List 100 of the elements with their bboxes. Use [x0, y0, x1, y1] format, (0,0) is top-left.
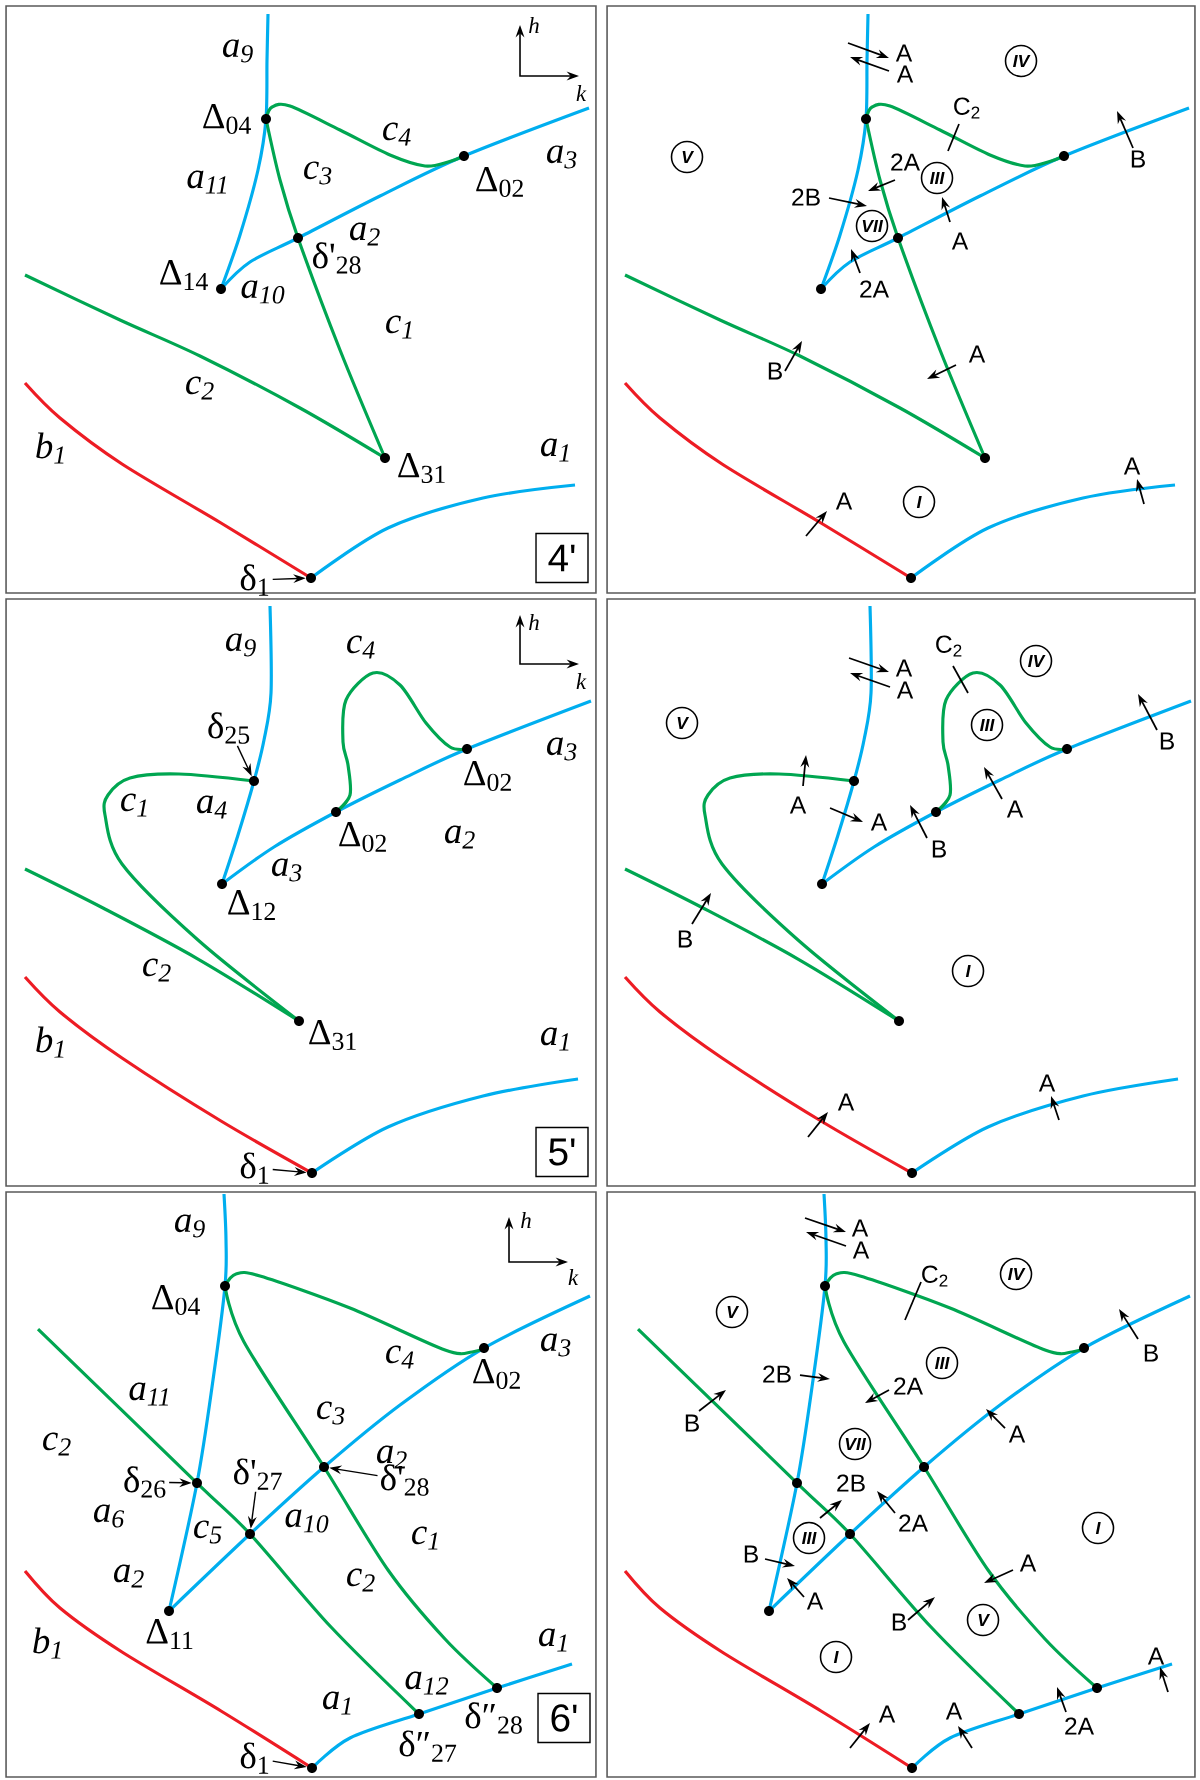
crossing-label: A — [1038, 1074, 1056, 1092]
point-label: Δ$_{31}$ — [398, 452, 445, 484]
panel-number: 5' — [535, 1126, 589, 1178]
crossing-label: A — [1019, 1554, 1037, 1572]
curve-label: c$_{4}$ — [383, 122, 411, 146]
crossing-label: A — [852, 1241, 870, 1259]
crossing-label: A — [806, 1592, 824, 1610]
curve-label: a$_{10}$ — [241, 280, 285, 304]
crossing-label: B — [1131, 150, 1145, 168]
crossing-label: A — [895, 44, 913, 62]
crossing-label: A — [870, 813, 888, 831]
crossing-label: A — [896, 681, 914, 699]
point-label: Δ$_{04}$ — [152, 1284, 200, 1316]
crossing-label: 2B — [792, 188, 820, 206]
point — [192, 1478, 202, 1488]
crossing-label: 2A — [860, 280, 889, 298]
region-number: I — [819, 1640, 853, 1674]
region-number: III — [925, 1346, 959, 1380]
point-label: Δ$_{12}$ — [228, 890, 275, 920]
region-number: IV — [1019, 644, 1053, 678]
point — [249, 776, 259, 786]
axis-label: k — [576, 673, 587, 689]
point-label: Δ$_{02}$ — [473, 1359, 520, 1390]
crossing-label: A — [837, 1093, 855, 1111]
point-label: δ$_{1}$ — [240, 1742, 269, 1774]
axis-label: k — [568, 1269, 579, 1285]
point-label: δ$_{26}$ — [124, 1466, 166, 1498]
point-label: δ″$_{27}$ — [399, 1730, 457, 1762]
point-label: Δ$_{02}$ — [464, 760, 511, 792]
curve-label: a$_{12}$ — [405, 1671, 449, 1695]
curve-label: a$_{10}$ — [285, 1509, 329, 1533]
panel-frame — [606, 5, 1196, 594]
point-label: Δ$_{31}$ — [309, 1019, 356, 1051]
point — [245, 1529, 255, 1539]
region-number: V — [670, 140, 704, 174]
panel-frame — [5, 1191, 597, 1778]
crossing-label: 2A — [1065, 1717, 1094, 1735]
curve-label: c$_{1}$ — [121, 793, 147, 817]
axis-label: k — [576, 85, 587, 101]
crossing-label: A — [968, 345, 986, 363]
curve-label: c$_{3}$ — [317, 1401, 345, 1425]
curve-label: a$_{11}$ — [129, 1382, 168, 1406]
crossing-label: B — [1160, 732, 1174, 750]
region-number: IV — [999, 1257, 1033, 1291]
curve-label: c$_{1}$ — [386, 315, 412, 339]
crossing-label: A — [1008, 1425, 1026, 1443]
curve-label: a$_{3}$ — [547, 737, 577, 761]
curve-label: c$_{4}$ — [347, 635, 375, 659]
curve-label: a$_{1}$ — [323, 1691, 351, 1715]
point — [306, 573, 316, 583]
region-number: VII — [838, 1427, 872, 1461]
crossing-label: A — [1147, 1647, 1165, 1665]
crossing-label: 2A — [891, 153, 920, 171]
region-number: V — [715, 1295, 749, 1329]
curve-label: a$_{4}$ — [197, 795, 227, 819]
crossing-label: A — [878, 1705, 896, 1723]
crossing-label: C$_{2}$ — [954, 97, 980, 119]
region-number: V — [966, 1603, 1000, 1637]
crossing-label: A — [835, 492, 853, 510]
panel-frame — [606, 598, 1196, 1187]
curve-label: a$_{9}$ — [175, 1214, 205, 1238]
point-label: Δ$_{14}$ — [160, 260, 208, 290]
crossing-label: B — [892, 1613, 906, 1631]
region-number: VII — [855, 209, 889, 243]
crossing-label: A — [951, 232, 969, 250]
curve-label: a$_{6}$ — [94, 1504, 125, 1528]
region-number: III — [792, 1521, 826, 1555]
panel-frame — [606, 1191, 1196, 1778]
crossing-label: A — [789, 796, 807, 814]
curve-label: a$_{11}$ — [187, 170, 226, 194]
panel-frame — [5, 5, 597, 594]
crossing-label: C$_{2}$ — [936, 635, 962, 657]
region-number: V — [665, 706, 699, 740]
crossing-label: 2B — [763, 1365, 791, 1383]
region-number: I — [902, 485, 936, 519]
crossing-label: B — [1144, 1344, 1158, 1362]
panel-number: 6' — [537, 1692, 591, 1744]
curve-label: c$_{4}$ — [386, 1345, 414, 1369]
point-label: δ$_{1}$ — [240, 564, 269, 596]
crossing-label: A — [896, 65, 914, 83]
crossing-label: A — [1006, 800, 1024, 818]
curve-label: c$_{2}$ — [143, 958, 171, 982]
crossing-label: A — [945, 1702, 963, 1720]
point-label: δ$_{1}$ — [240, 1152, 269, 1184]
region-number: III — [970, 708, 1004, 742]
curve-label: a$_{3}$ — [541, 1333, 571, 1357]
curve-label: a$_{3}$ — [272, 858, 302, 882]
curve-label: a$_{9}$ — [226, 633, 256, 657]
region-number: IV — [1004, 44, 1038, 78]
crossing-label: 2B — [837, 1474, 865, 1492]
point-label: δ$_{25}$ — [208, 712, 250, 744]
point — [307, 1168, 317, 1178]
point-label: Δ$_{04}$ — [203, 103, 251, 135]
axis-label: h — [529, 17, 539, 33]
crossing-label: B — [678, 930, 692, 948]
crossing-label: A — [1123, 457, 1141, 475]
point — [319, 1462, 329, 1472]
point-label: δ'$_{27}$ — [234, 1458, 282, 1490]
crossing-label: B — [932, 840, 946, 858]
curve-label: c$_{2}$ — [347, 1568, 375, 1592]
